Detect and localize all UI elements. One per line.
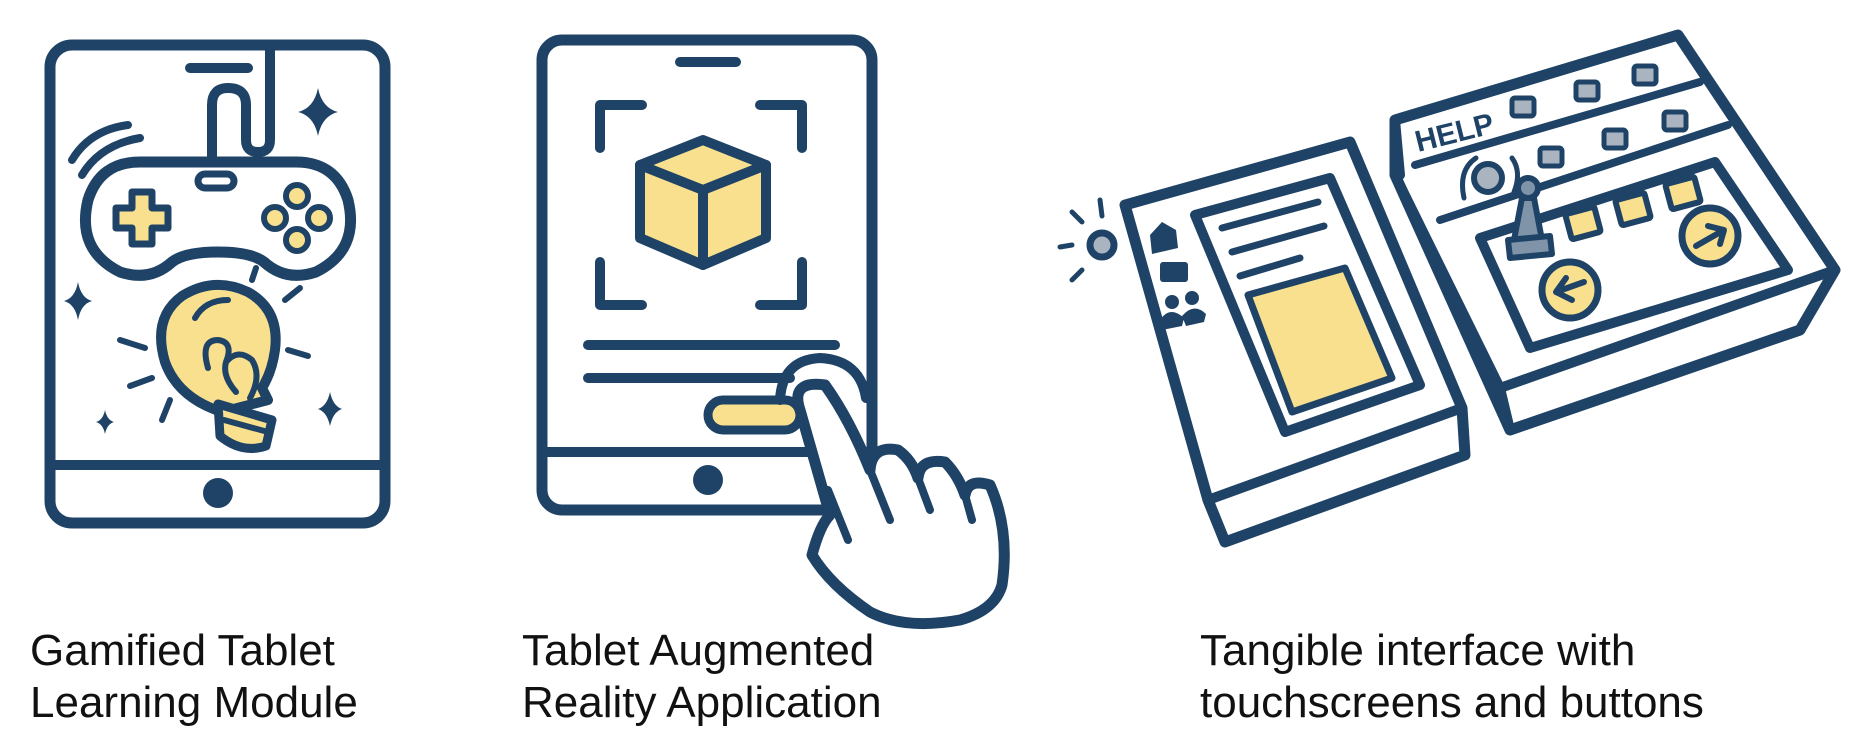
controller-cable <box>207 40 275 165</box>
left-touchscreen-box <box>1057 136 1471 548</box>
arrow-button-icon <box>1538 204 1742 322</box>
home-icon <box>1150 222 1178 254</box>
power-light <box>1086 229 1118 261</box>
caption-ar-tablet: Tablet Augmented Reality Application <box>522 625 882 729</box>
motion-lines <box>68 121 144 179</box>
tangible-interface-illustration: HELP <box>1057 29 1841 548</box>
screen-slider-button <box>703 395 805 435</box>
caption-line: Tangible interface with <box>1200 626 1636 675</box>
game-piece-icon <box>1505 175 1555 261</box>
caption-line: Learning Module <box>30 678 358 727</box>
sparkle-icon <box>64 88 342 434</box>
caption-tangible-interface: Tangible interface with touchscreens and… <box>1200 625 1704 729</box>
hand-pointer-icon <box>775 353 1010 630</box>
caption-gamified-tablet: Gamified Tablet Learning Module <box>30 625 358 729</box>
caption-line: Reality Application <box>522 678 882 727</box>
tablet-home-button <box>203 478 233 508</box>
gamepad-icon <box>79 156 357 281</box>
right-button-box: HELP <box>1389 29 1841 436</box>
people-icon <box>1160 291 1206 330</box>
caption-line: touchscreens and buttons <box>1200 678 1704 727</box>
caption-line: Gamified Tablet <box>30 626 335 675</box>
caption-line: Tablet Augmented <box>522 626 875 675</box>
briefcase-icon <box>1160 262 1188 282</box>
tablet-home-button <box>693 465 723 495</box>
ar-tablet-illustration <box>536 34 1010 630</box>
rotate-knob <box>1471 161 1505 195</box>
lightbulb-icon <box>117 265 311 453</box>
hardware-buttons <box>1509 63 1689 169</box>
gamified-tablet-illustration <box>44 39 391 529</box>
ar-frame-corners <box>595 100 807 310</box>
tablet-body <box>536 34 878 516</box>
ar-cube-icon <box>635 135 771 270</box>
